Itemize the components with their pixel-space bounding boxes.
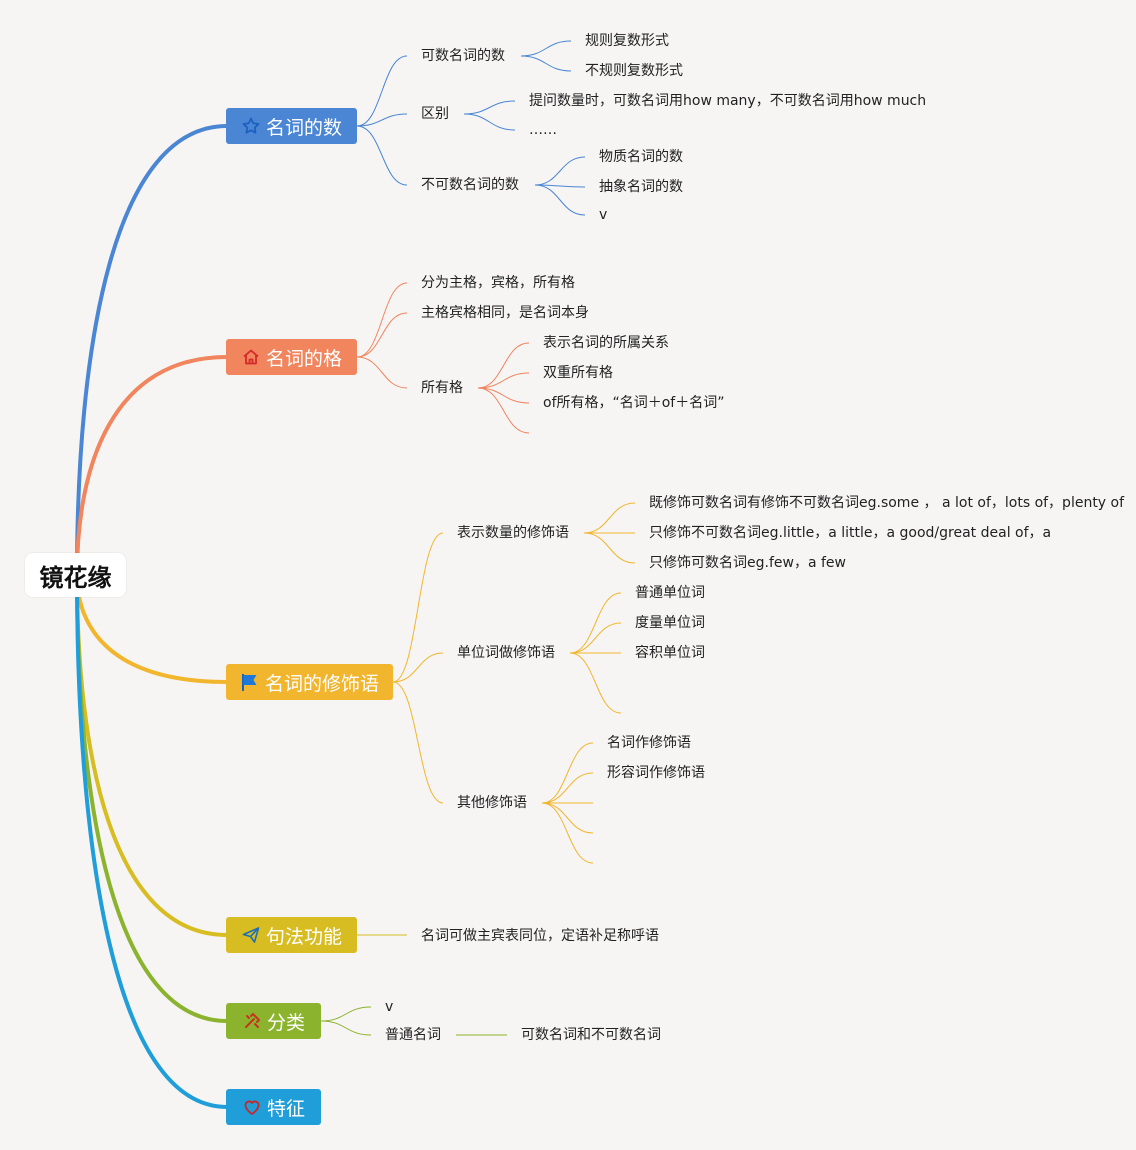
main-branch-connector xyxy=(75,573,229,1109)
connector xyxy=(541,802,594,864)
topic-v[interactable]: v xyxy=(385,999,394,1015)
topic-unit-modifier[interactable]: 单位词做修饰语 xyxy=(457,645,555,661)
topic-countable-only[interactable]: 只修饰可数名词eg.few，a few xyxy=(649,555,846,571)
connector xyxy=(583,502,636,534)
connector xyxy=(356,55,408,127)
topic-quantity-modifier[interactable]: 表示数量的修饰语 xyxy=(457,525,569,541)
connector xyxy=(520,40,572,57)
connector xyxy=(477,372,530,389)
branch-label: 名词的格 xyxy=(265,347,342,370)
topic-material-noun[interactable]: 物质名词的数 xyxy=(599,149,683,165)
heart-icon xyxy=(242,1097,262,1117)
topic-syntax-roles[interactable]: 名词可做主宾表同位，定语补足称呼语 xyxy=(421,928,659,944)
main-branch-connector xyxy=(75,573,229,937)
connector xyxy=(583,532,636,564)
connector xyxy=(541,772,594,804)
connector xyxy=(356,125,408,186)
topic-how-many-much[interactable]: 提问数量时，可数名词用how many，不可数名词用how much xyxy=(529,93,927,109)
connector xyxy=(392,532,444,683)
topic-of-possessive[interactable]: of所有格，“名词＋of＋名词” xyxy=(543,395,725,411)
topic-ellipsis[interactable]: …… xyxy=(529,122,557,138)
topic-case-types[interactable]: 分为主格，宾格，所有格 xyxy=(421,275,575,291)
branch-label: 名词的数 xyxy=(265,116,342,139)
branch-label: 句法功能 xyxy=(265,925,342,948)
connector xyxy=(392,681,444,804)
connector xyxy=(356,356,408,389)
topic-noun-as-modifier[interactable]: 名词作修饰语 xyxy=(607,735,691,751)
connector xyxy=(356,113,408,127)
connector xyxy=(477,387,530,434)
connector xyxy=(356,312,408,358)
connector xyxy=(477,342,530,389)
branch-classification[interactable]: 分类 xyxy=(226,1003,321,1039)
topic-countable-uncountable[interactable]: 可数名词和不可数名词 xyxy=(521,1027,661,1043)
topic-v[interactable]: v xyxy=(599,207,608,223)
topic-subject-object-same[interactable]: 主格宾格相同，是名词本身 xyxy=(421,305,589,321)
topic-common-unit[interactable]: 普通单位词 xyxy=(635,585,705,601)
branch-noun-number[interactable]: 名词的数 xyxy=(226,108,357,144)
topic-measure-unit[interactable]: 度量单位词 xyxy=(635,615,705,631)
connector xyxy=(477,387,530,404)
connector xyxy=(541,802,594,834)
home-icon xyxy=(241,347,261,367)
branch-label: 特征 xyxy=(266,1097,305,1120)
connector xyxy=(320,1020,372,1036)
flag-icon xyxy=(240,672,260,692)
star-icon xyxy=(241,116,261,136)
topic-other-modifier[interactable]: 其他修饰语 xyxy=(457,795,527,811)
topic-uncountable-number[interactable]: 不可数名词的数 xyxy=(421,177,519,193)
topic-abstract-noun[interactable]: 抽象名词的数 xyxy=(599,179,683,195)
connector xyxy=(463,100,516,115)
connector xyxy=(356,282,408,358)
root-topic[interactable]: 镜花缘 xyxy=(25,553,126,597)
branch-label: 名词的修饰语 xyxy=(264,672,379,695)
connector xyxy=(541,742,594,804)
topic-countable-number[interactable]: 可数名词的数 xyxy=(421,48,505,64)
topic-possessive[interactable]: 所有格 xyxy=(421,380,463,396)
branch-noun-case[interactable]: 名词的格 xyxy=(226,339,357,375)
topic-adjective-as-modifier[interactable]: 形容词作修饰语 xyxy=(607,765,705,781)
topic-both-modifier[interactable]: 既修饰可数名词有修饰不可数名词eg.some ， a lot of，lots o… xyxy=(649,495,1125,511)
branch-noun-modifiers[interactable]: 名词的修饰语 xyxy=(226,664,393,700)
connector xyxy=(569,592,622,654)
topic-possession-relation[interactable]: 表示名词的所属关系 xyxy=(543,335,669,351)
topic-irregular-plural[interactable]: 不规则复数形式 xyxy=(585,63,683,79)
connector xyxy=(392,652,444,683)
connector xyxy=(569,622,622,654)
connector xyxy=(534,156,586,186)
connector xyxy=(569,652,622,714)
tools-icon xyxy=(242,1011,262,1031)
main-branch-connector xyxy=(75,124,229,577)
branch-label: 分类 xyxy=(266,1011,305,1034)
topic-double-possessive[interactable]: 双重所有格 xyxy=(543,365,613,381)
connector xyxy=(320,1006,372,1022)
topic-difference[interactable]: 区别 xyxy=(421,106,449,122)
main-branch-connector xyxy=(75,355,229,577)
topic-uncountable-only[interactable]: 只修饰不可数名词eg.little，a little，a good/great … xyxy=(649,525,1052,541)
connector xyxy=(463,113,516,131)
topic-volume-unit[interactable]: 容积单位词 xyxy=(635,645,705,661)
connector xyxy=(534,184,586,216)
send-icon xyxy=(241,925,261,945)
topic-regular-plural[interactable]: 规则复数形式 xyxy=(585,33,669,49)
connector xyxy=(520,55,572,72)
topic-common-noun[interactable]: 普通名词 xyxy=(385,1027,441,1043)
branch-syntax-function[interactable]: 句法功能 xyxy=(226,917,357,953)
branch-features[interactable]: 特征 xyxy=(226,1089,321,1125)
root-label: 镜花缘 xyxy=(39,563,112,592)
